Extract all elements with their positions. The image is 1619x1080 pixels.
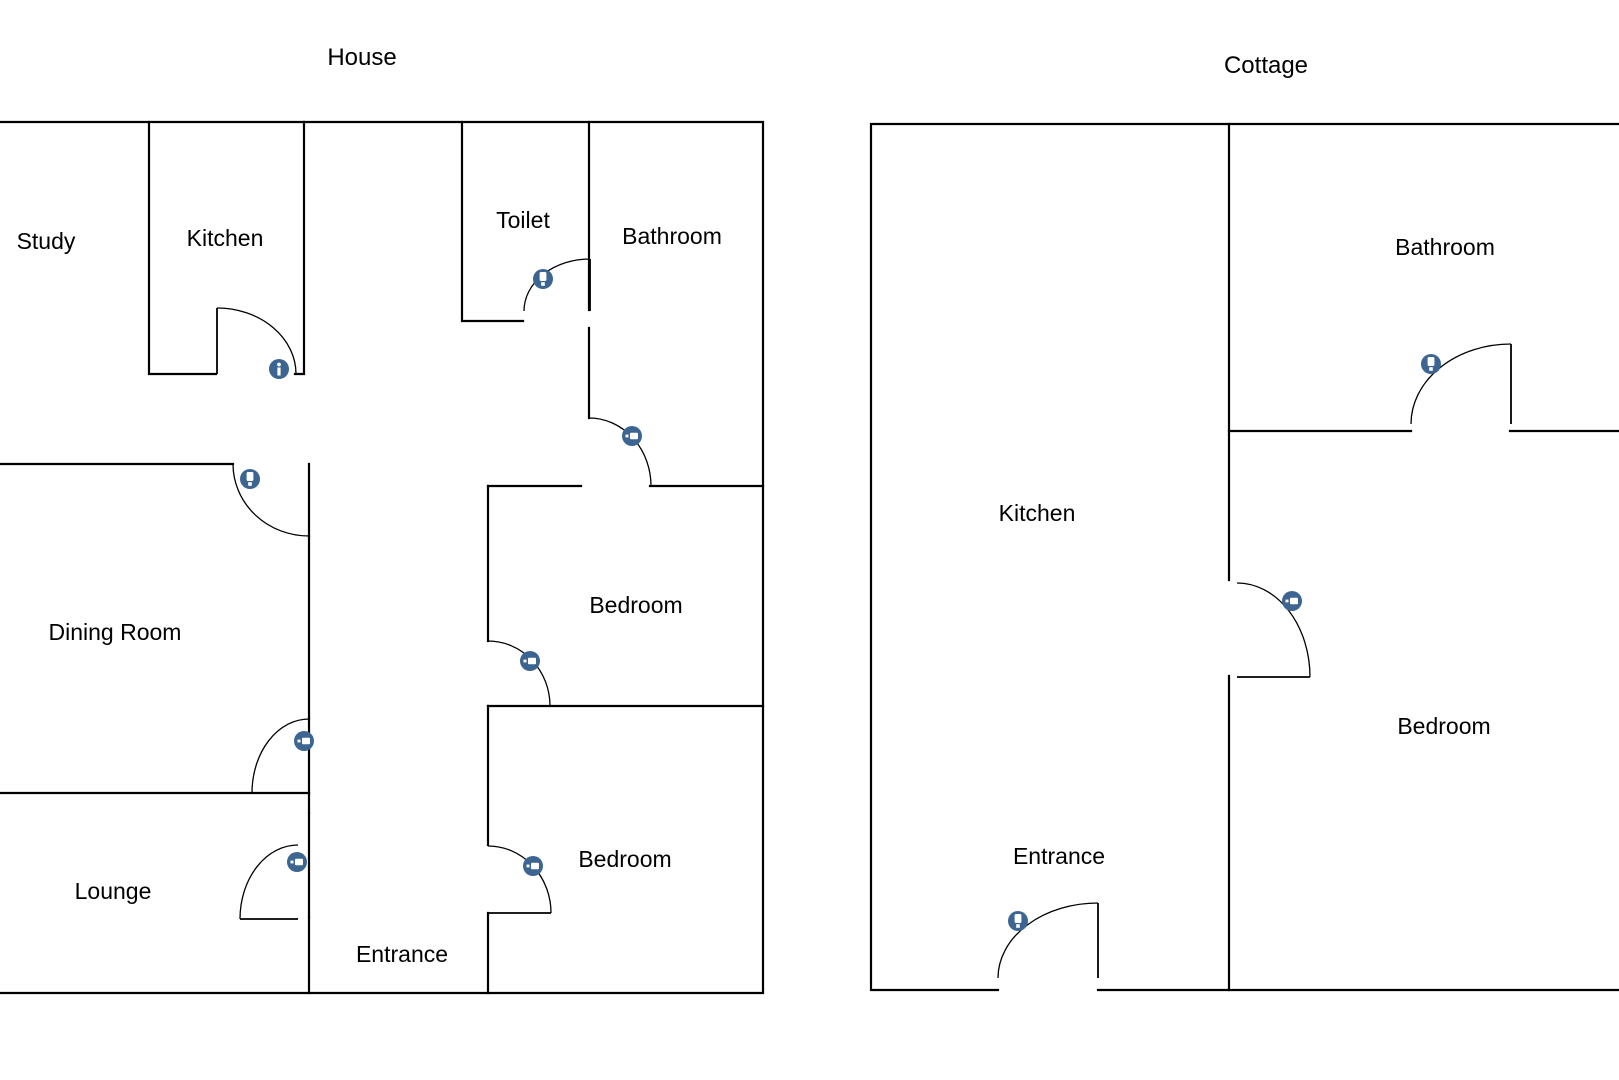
bedroom-upper-contact-sensor-icon[interactable] [520,651,540,671]
house-room-bedroom-lower: Bedroom [578,846,671,872]
house-room-toilet: Toilet [496,207,550,233]
toilet-alert-sensor-icon[interactable] [533,269,553,289]
cottage-bedroom-contact-sensor-icon[interactable] [1282,591,1302,611]
house-room-kitchen: Kitchen [187,225,264,251]
house-room-lounge: Lounge [75,878,152,904]
dining-alert-sensor-icon[interactable] [240,469,260,489]
house-walls [0,120,765,995]
house-room-entrance: Entrance [356,941,448,967]
bathroom-contact-sensor-icon[interactable] [622,426,642,446]
house-room-labels: Study Kitchen Toilet Bathroom Dining Roo… [17,207,722,967]
dining-contact-sensor-icon[interactable] [294,731,314,751]
cottage-room-labels: Kitchen Bathroom Bedroom Entrance [999,234,1495,869]
bedroom-lower-contact-sensor-icon[interactable] [523,856,543,876]
house-room-bathroom: Bathroom [622,223,722,249]
house-sensors [240,269,642,876]
cottage-room-entrance: Entrance [1013,843,1105,869]
cottage-walls [869,122,1619,992]
cottage-entrance-alert-sensor-icon[interactable] [1008,911,1028,931]
lounge-contact-sensor-icon[interactable] [287,852,307,872]
cottage-title: Cottage [1224,52,1308,79]
cottage-room-bathroom: Bathroom [1395,234,1495,260]
cottage-room-kitchen: Kitchen [999,500,1076,526]
cottage-bathroom-alert-sensor-icon[interactable] [1421,354,1441,374]
house-title: House [327,44,396,71]
house-doors [216,258,652,920]
house-room-bedroom-upper: Bedroom [589,592,682,618]
cottage-room-bedroom: Bedroom [1397,713,1490,739]
kitchen-info-sensor-icon[interactable] [269,359,289,379]
house-plan: House [0,44,765,995]
house-room-dining-room: Dining Room [49,619,182,645]
cottage-plan: Cottage Kitchen Bathroom Bedroom [869,52,1619,992]
house-room-study: Study [17,228,76,254]
cottage-doors [997,343,1512,979]
